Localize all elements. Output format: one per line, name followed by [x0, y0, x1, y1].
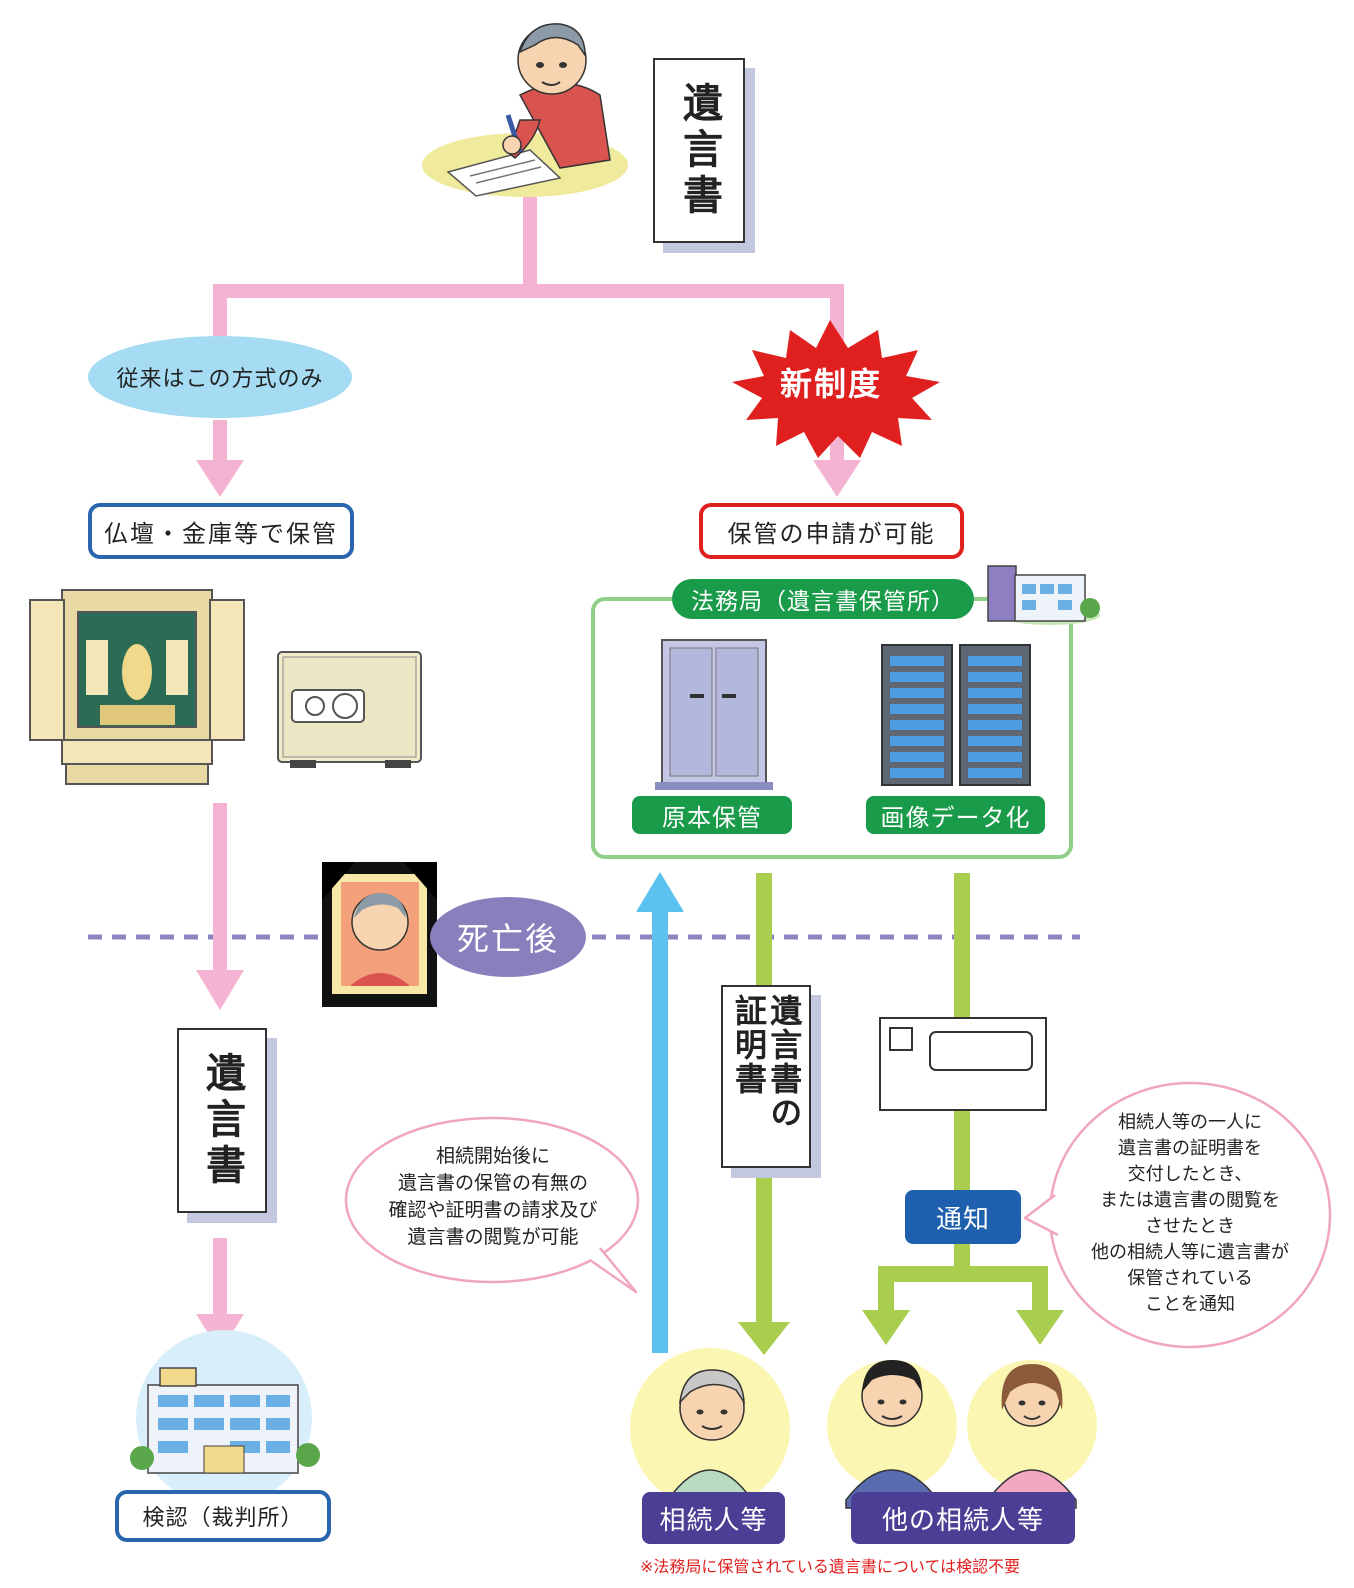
- court-building-illustration: [130, 1330, 320, 1506]
- left-speech-bubble: [344, 1116, 640, 1294]
- pink-flow-lines: [196, 197, 861, 1352]
- bureau-label: 法務局（遺言書保管所）: [672, 579, 974, 619]
- application-label: 保管の申請が可能: [699, 503, 964, 559]
- notice-envelope-illustration: [879, 1017, 1047, 1111]
- home-storage-label-text: 仏壇・金庫等で保管: [104, 519, 338, 548]
- will-document-text: 遺言書: [676, 81, 723, 220]
- heir-label: 相続人等: [642, 1492, 785, 1544]
- other-heirs-label-text: 他の相続人等: [881, 1505, 1044, 1536]
- notice-label-text: 通知: [935, 1204, 990, 1235]
- image-data-label-text: 画像データ化: [880, 803, 1031, 832]
- notice-label: 通知: [905, 1190, 1021, 1244]
- home-will-document: 遺言書: [177, 1028, 267, 1213]
- footnote: ※法務局に保管されている遺言書については検認不要: [640, 1557, 1021, 1576]
- writer-illustration: [422, 23, 628, 197]
- traditional-badge-text: 従来はこの方式のみ: [116, 367, 324, 392]
- heir-label-text: 相続人等: [659, 1505, 768, 1536]
- other-heir-woman-illustration: [967, 1360, 1097, 1509]
- new-system-starburst: [732, 320, 940, 458]
- certificate-document: 遺言書の証明書: [721, 985, 811, 1168]
- certificate-document-text: 遺言書の証明書: [730, 994, 804, 1130]
- traditional-badge: 従来はこの方式のみ: [88, 336, 352, 418]
- right-bubble-text: 相続人等の一人に 遺言書の証明書を 交付したとき、 または遺言書の閲覧を させた…: [1091, 1112, 1289, 1315]
- application-label-text: 保管の申請が可能: [727, 519, 936, 548]
- original-storage-label: 原本保管: [632, 796, 792, 834]
- home-will-document-text: 遺言書: [199, 1051, 246, 1190]
- left-bubble-text: 相続開始後に 遺言書の保管の有無の 確認や証明書の請求及び 遺言書の閲覧が可能: [388, 1145, 598, 1248]
- court-label-text: 検認（裁判所）: [142, 1506, 304, 1531]
- other-heirs-label: 他の相続人等: [851, 1492, 1075, 1544]
- heir-illustration: [630, 1348, 790, 1509]
- server-racks-illustration: [881, 644, 1031, 786]
- safe-illustration: [277, 651, 422, 768]
- green-flow-lines: [738, 873, 1064, 1355]
- memorial-portrait-illustration: [322, 862, 437, 1007]
- death-label: 死亡後: [430, 910, 586, 964]
- storage-cabinet-illustration: [655, 639, 773, 790]
- death-oval: [430, 897, 586, 977]
- death-label-text: 死亡後: [456, 920, 559, 958]
- blue-upward-arrow: [636, 872, 684, 1353]
- other-heir-man-illustration: [827, 1360, 957, 1509]
- right-speech-bubble: [1023, 1081, 1332, 1349]
- new-system-badge: 新制度: [746, 352, 916, 412]
- image-data-label: 画像データ化: [866, 796, 1045, 834]
- court-label: 検認（裁判所）: [115, 1490, 331, 1542]
- home-storage-label: 仏壇・金庫等で保管: [88, 503, 354, 559]
- will-document: 遺言書: [653, 58, 745, 243]
- original-storage-label-text: 原本保管: [662, 803, 762, 832]
- bureau-label-text: 法務局（遺言書保管所）: [691, 589, 955, 615]
- butsudan-illustration: [29, 589, 245, 785]
- bureau-building-icon: [987, 565, 1100, 625]
- new-system-badge-text: 新制度: [779, 365, 882, 403]
